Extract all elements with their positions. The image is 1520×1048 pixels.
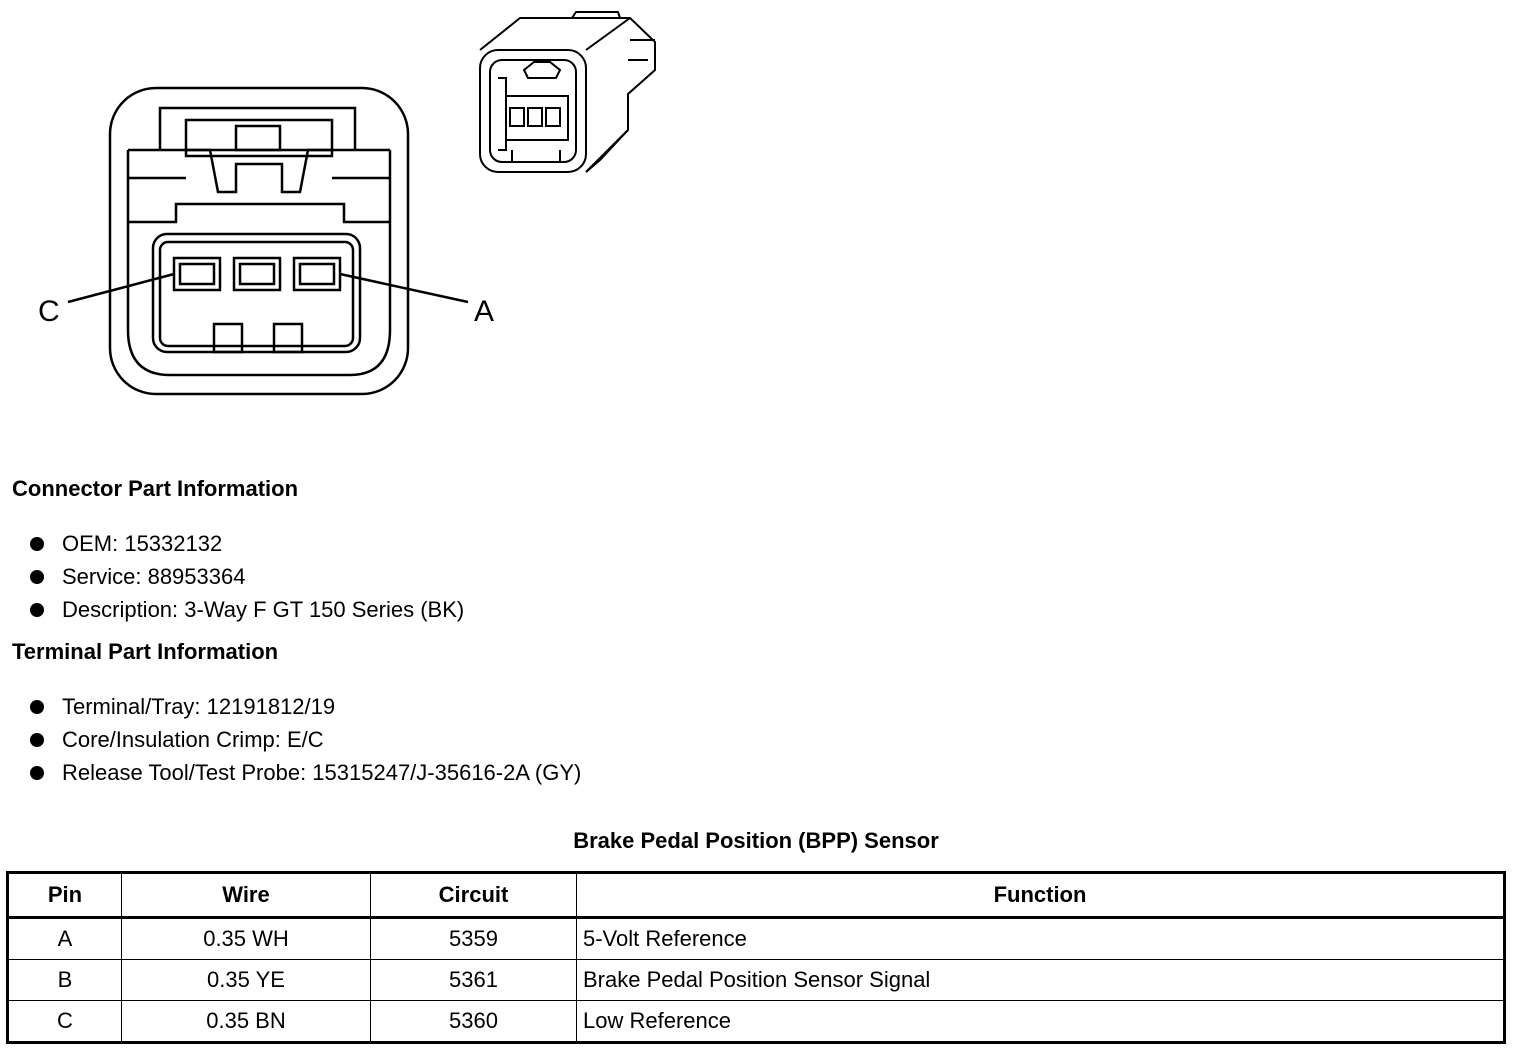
bullet-icon [30,700,44,714]
pin-label-a: A [474,295,495,328]
table-header-row: Pin Wire Circuit Function [7,872,1505,919]
list-item: Release Tool/Test Probe: 15315247/J-3561… [28,760,581,793]
list-item-text: Terminal/Tray: 12191812/19 [62,694,336,719]
circuit-cell: 5359 [370,917,577,960]
wire-cell: 0.35 YE [121,959,371,1001]
terminal-part-info-heading: Terminal Part Information [12,639,279,664]
function-cell: Brake Pedal Position Sensor Signal [576,959,1505,1001]
wire-cell: 0.35 BN [121,1000,371,1043]
list-item: Service: 88953364 [28,564,464,597]
connector-isometric-diagram [479,11,656,173]
function-cell: Low Reference [576,1000,1505,1043]
list-item: Description: 3-Way F GT 150 Series (BK) [28,597,464,630]
pin-label-c: C [38,295,60,328]
list-item: Terminal/Tray: 12191812/19 [28,694,581,727]
pinout-table-title: Brake Pedal Position (BPP) Sensor [573,828,939,853]
wire-cell: 0.35 WH [121,917,371,960]
connector-part-info-list: OEM: 15332132 Service: 88953364 Descript… [28,531,464,630]
list-item-text: Service: 88953364 [62,564,246,589]
connector-part-info-heading: Connector Part Information [12,476,299,501]
terminal-part-info-list: Terminal/Tray: 12191812/19 Core/Insulati… [28,694,581,793]
list-item-text: Description: 3-Way F GT 150 Series (BK) [62,597,465,622]
table-row: B 0.35 YE 5361 Brake Pedal Position Sens… [7,959,1505,1001]
pin-cell: C [7,1000,122,1043]
circuit-cell: 5360 [370,1000,577,1043]
bullet-icon [30,766,44,780]
bullet-icon [30,570,44,584]
pin-cell: B [7,959,122,1001]
list-item-text: Core/Insulation Crimp: E/C [62,727,324,752]
list-item: Core/Insulation Crimp: E/C [28,727,581,760]
bullet-icon [30,733,44,747]
pinout-table: Pin Wire Circuit Function A 0.35 WH 5359… [6,871,1506,1044]
connector-face-diagram [67,86,469,396]
pin-cell: A [7,917,122,960]
bullet-icon [30,603,44,617]
list-item-text: OEM: 15332132 [62,531,223,556]
list-item: OEM: 15332132 [28,531,464,564]
function-cell: 5-Volt Reference [576,917,1505,960]
table-row: C 0.35 BN 5360 Low Reference [7,1000,1505,1043]
bullet-icon [30,537,44,551]
column-header-pin: Pin [7,872,122,919]
column-header-circuit: Circuit [370,872,577,919]
circuit-cell: 5361 [370,959,577,1001]
table-row: A 0.35 WH 5359 5-Volt Reference [7,917,1505,960]
list-item-text: Release Tool/Test Probe: 15315247/J-3561… [62,760,582,785]
column-header-wire: Wire [121,872,371,919]
column-header-function: Function [576,872,1505,919]
